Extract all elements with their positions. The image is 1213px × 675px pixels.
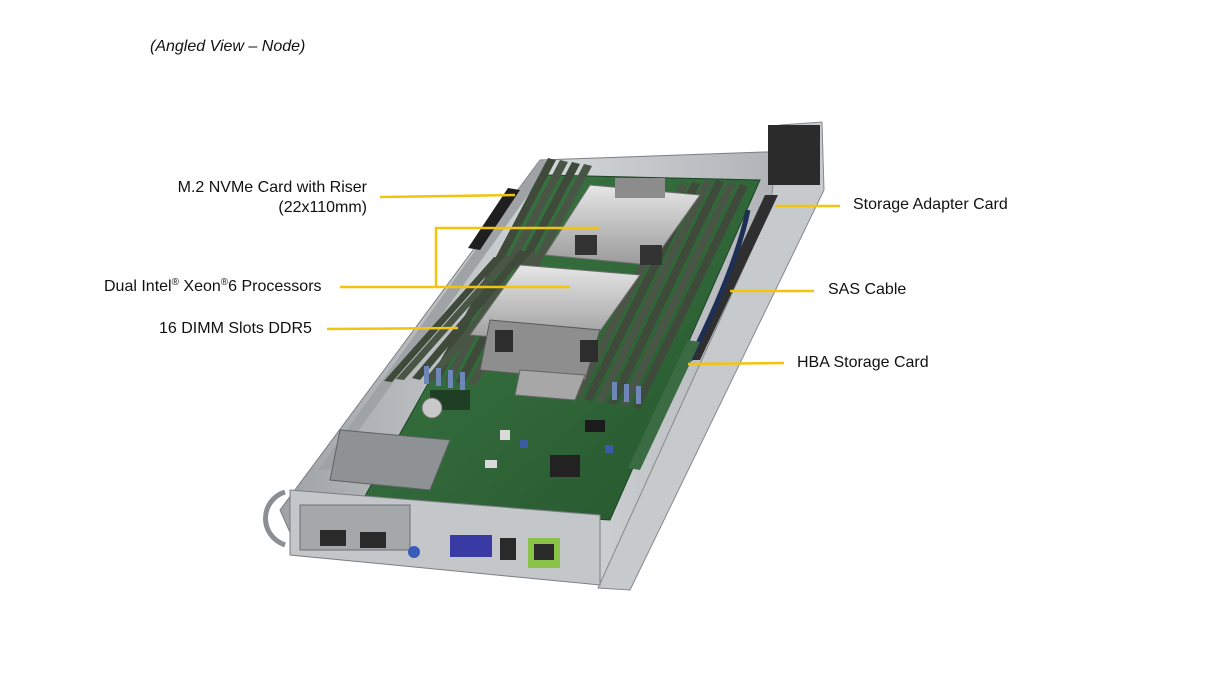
dimm-latches [424,366,641,404]
bmc-chip [550,455,580,477]
registered-mark-1: ® [171,277,179,288]
rear-fan-block [768,125,820,185]
usb-port [500,538,516,560]
callout-m2-nvme: M.2 NVMe Card with Riser (22x110mm) [160,178,367,218]
cmos-battery [421,397,443,419]
callout-dimm-slots: 16 DIMM Slots DDR5 [159,320,312,337]
callout-cpu-pre: Dual Intel [104,278,172,295]
thumbscrew [408,546,420,558]
sas-cable-graphic [687,209,751,362]
lan-port-1 [320,530,346,546]
registered-mark-2: ® [220,277,229,288]
vga-port [450,535,492,557]
pcie-bracket [299,504,411,551]
cpu-leader-line-upper [434,226,600,287]
cpu-heatsink-front [469,264,641,401]
m2-leader-line [379,193,516,199]
hba-leader-line [687,361,785,366]
leader-lines [326,193,840,366]
dimm-leader-line [326,326,459,331]
callout-cpu-post: 6 Processors [228,278,322,295]
callout-m2-line1: M.2 NVMe Card with Riser [177,179,367,196]
callout-cpu-mid: Xeon [178,278,221,295]
lan-port-2 [360,532,386,548]
callout-sas-cable: SAS Cable [828,281,907,298]
view-title: (Angled View – Node) [150,38,306,55]
callout-processors: Dual Intel® Xeon®6 Processors [104,277,322,297]
callout-storage-adapter: Storage Adapter Card [853,196,1008,213]
callout-hba-storage: HBA Storage Card [797,354,929,371]
callout-m2-line2: (22x110mm) [278,199,367,216]
hba-storage-card [628,340,700,470]
dimm-bank-right [572,180,748,409]
rear-io-panel [263,489,601,586]
cpu-heatsink-rear [544,178,701,266]
pull-handle [263,489,287,548]
m2-card-riser [329,188,520,491]
